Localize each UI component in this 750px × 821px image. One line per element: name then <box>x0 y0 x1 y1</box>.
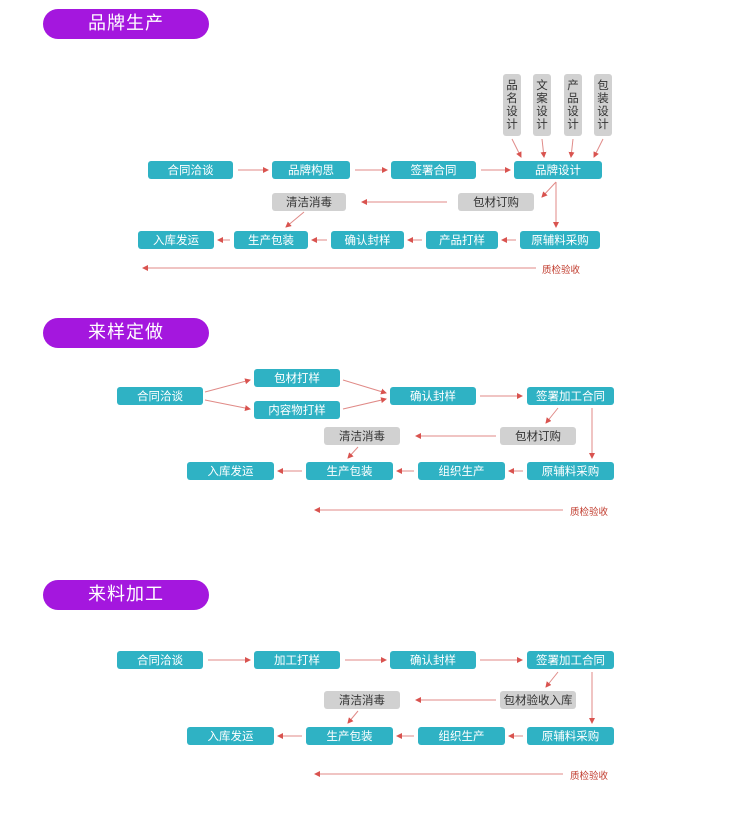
s3-quality-inspection: 质检验收 <box>570 771 609 782</box>
s3-arrow-contract-to-inspect <box>545 671 559 688</box>
s1-node-product-sampling: 产品打样 <box>426 231 498 249</box>
s3-node-processing-sampling: 加工打样 <box>254 651 340 669</box>
s3-node-packaging-inspection: 包材验收入库 <box>500 691 576 709</box>
s1-vnode-product-design-label: 产品设计 <box>567 78 579 131</box>
s2-node-packaging-sampling: 包材打样 <box>254 369 340 387</box>
s1-node-warehouse-shipping: 入库发运 <box>138 231 214 249</box>
s2-arrow-1b <box>204 399 251 411</box>
s2-node-cleaning-disinfection: 清洁消毒 <box>324 427 400 445</box>
s1-arrow-clean-to-pack <box>285 211 305 228</box>
s2-quality-inspection: 质检验收 <box>570 507 609 518</box>
s1-node-contract-negotiation: 合同洽谈 <box>148 161 233 179</box>
s1-vnode-copy-design-label: 文案设计 <box>536 78 548 131</box>
s1-arrow-v1 <box>511 138 522 158</box>
s1-vnode-product-design: 产品设计 <box>564 74 582 136</box>
s2-node-content-sampling: 内容物打样 <box>254 401 340 419</box>
s1-node-production-packaging: 生产包装 <box>234 231 308 249</box>
s2-arrow-contract-to-order <box>545 407 559 424</box>
s3-node-production-packaging: 生产包装 <box>306 727 393 745</box>
s1-node-raw-material-purchase: 原辅料采购 <box>520 231 600 249</box>
s2-node-sign-processing-contract: 签署加工合同 <box>527 387 614 405</box>
s2-node-packaging-order: 包材订购 <box>500 427 576 445</box>
s1-node-cleaning-disinfection: 清洁消毒 <box>272 193 346 211</box>
s1-arrow-v4 <box>593 138 604 158</box>
s1-arrow-v2 <box>540 138 547 158</box>
section-title-brand-production: 品牌生产 <box>43 9 209 39</box>
s1-arrow-v3 <box>568 138 575 158</box>
s3-node-contract-negotiation: 合同洽谈 <box>117 651 203 669</box>
section-title-custom-sample: 来样定做 <box>43 318 209 348</box>
section-title-material-processing: 来料加工 <box>43 580 209 610</box>
s2-node-contract-negotiation: 合同洽谈 <box>117 387 203 405</box>
s3-node-sign-processing-contract: 签署加工合同 <box>527 651 614 669</box>
s2-node-raw-material-purchase: 原辅料采购 <box>527 462 614 480</box>
s1-node-confirm-sample: 确认封样 <box>331 231 404 249</box>
s2-node-confirm-sample: 确认封样 <box>390 387 476 405</box>
s3-node-warehouse-shipping: 入库发运 <box>187 727 274 745</box>
s1-vnode-name-design-label: 品名设计 <box>506 78 518 131</box>
s3-node-confirm-sample: 确认封样 <box>390 651 476 669</box>
s1-node-packaging-order: 包材订购 <box>458 193 534 211</box>
s2-arrow-1a <box>204 378 251 393</box>
s2-node-production-packaging: 生产包装 <box>306 462 393 480</box>
s1-vnode-package-design-label: 包装设计 <box>597 78 609 131</box>
s1-node-brand-design: 品牌设计 <box>514 161 602 179</box>
s2-arrow-2b <box>342 397 387 410</box>
s2-arrow-clean-to-pack <box>347 446 359 459</box>
s1-node-brand-concept: 品牌构思 <box>272 161 350 179</box>
s2-node-warehouse-shipping: 入库发运 <box>187 462 274 480</box>
s3-node-organize-production: 组织生产 <box>418 727 505 745</box>
s1-vnode-copy-design: 文案设计 <box>533 74 551 136</box>
s1-vnode-name-design: 品名设计 <box>503 74 521 136</box>
s2-node-organize-production: 组织生产 <box>418 462 505 480</box>
s1-arrow-design-to-order <box>541 181 557 198</box>
s1-node-sign-contract: 签署合同 <box>391 161 476 179</box>
s3-node-cleaning-disinfection: 清洁消毒 <box>324 691 400 709</box>
s2-arrow-2a <box>342 379 387 395</box>
s1-vnode-package-design: 包装设计 <box>594 74 612 136</box>
s1-quality-inspection: 质检验收 <box>542 265 581 276</box>
s3-node-raw-material-purchase: 原辅料采购 <box>527 727 614 745</box>
s3-arrow-clean-to-pack <box>347 710 359 724</box>
